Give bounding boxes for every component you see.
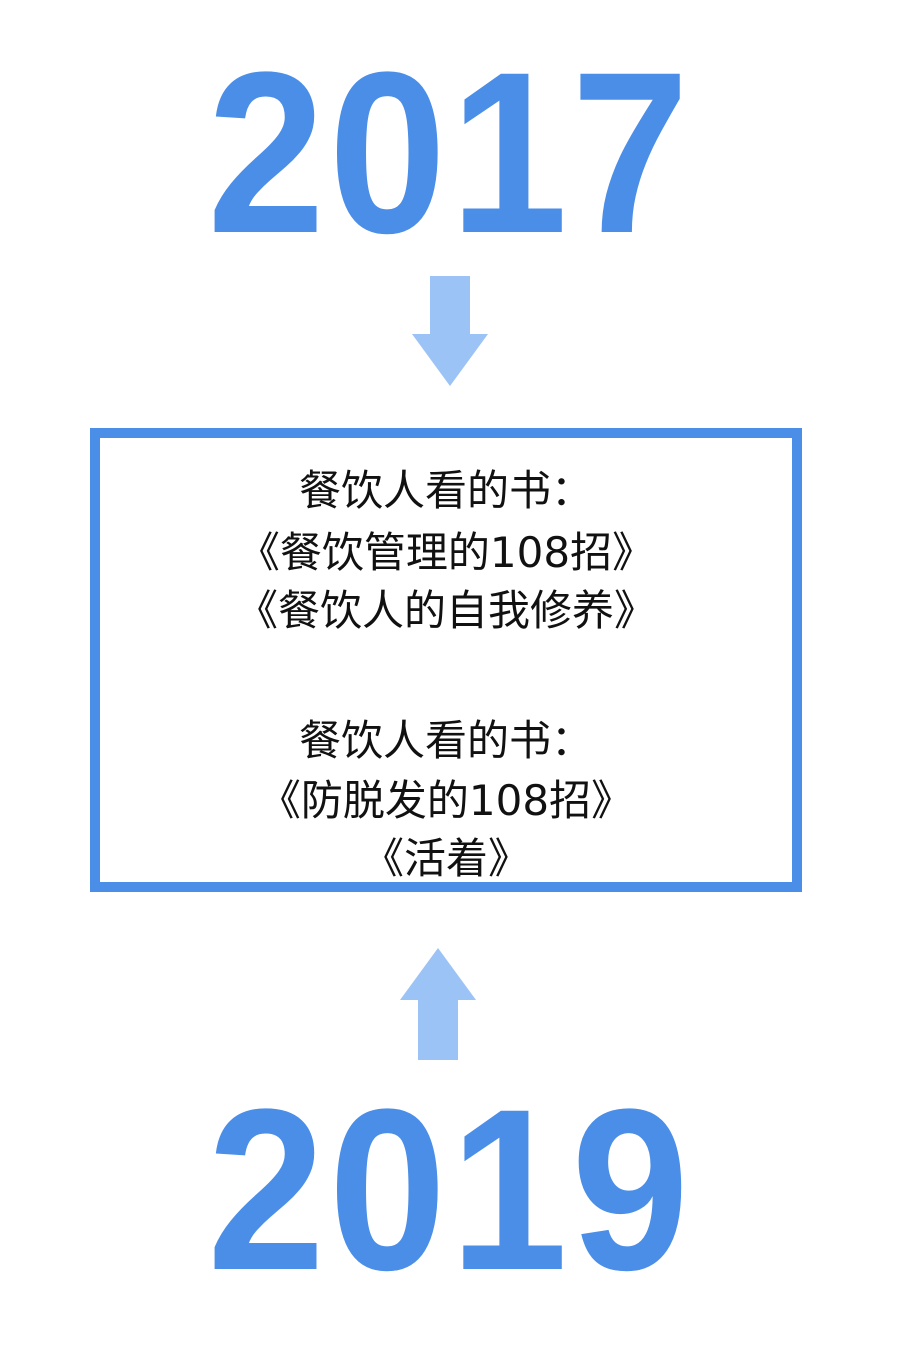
year-2017-label: 2017 (207, 24, 693, 281)
comparison-box: 餐饮人看的书： 《餐饮管理的108招》 《餐饮人的自我修养》 餐饮人看的书： 《… (90, 428, 802, 892)
book-title: 《餐饮管理的108招》 (237, 528, 655, 577)
book-title: 《餐饮人的自我修养》 (235, 586, 656, 635)
book-title: 《活着》 (361, 834, 530, 883)
book-title: 《防脱发的108招》 (258, 776, 634, 825)
arrow-up-icon (400, 948, 476, 1060)
arrow-down-icon (412, 276, 488, 386)
heading-2017: 餐饮人看的书： (298, 466, 593, 515)
heading-2019: 餐饮人看的书： (298, 716, 593, 765)
year-2019-label: 2019 (207, 1061, 693, 1318)
